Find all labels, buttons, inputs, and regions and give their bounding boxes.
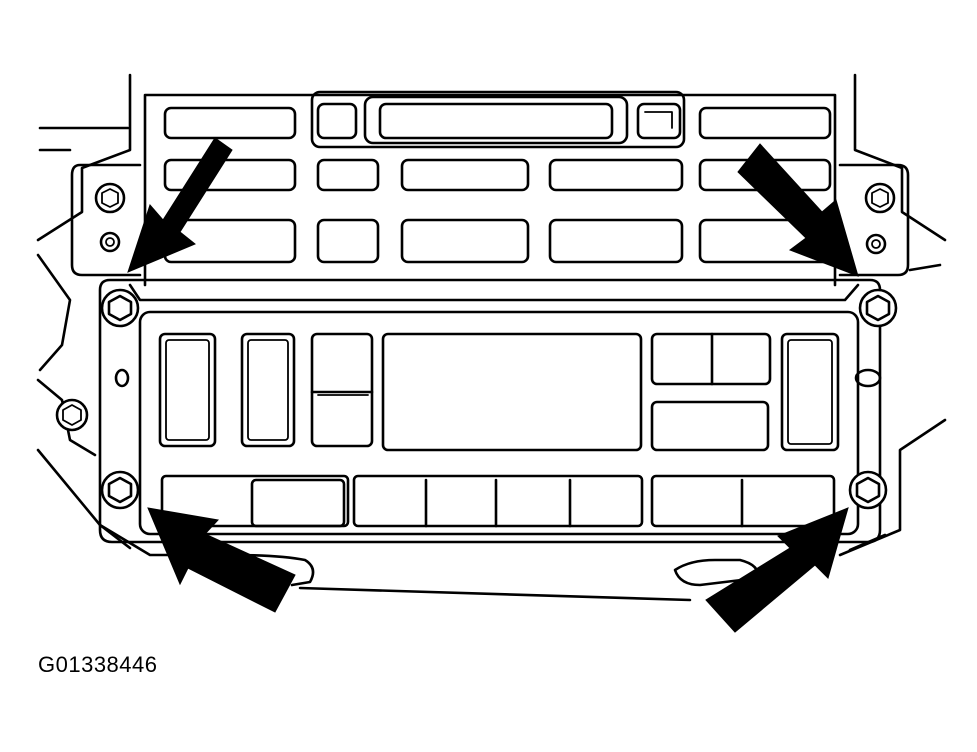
upper-left-slot-1 [163, 106, 297, 140]
fastener-icons [55, 182, 896, 432]
figure-id-caption: G01338446 [38, 652, 158, 677]
arrow-icon [737, 143, 859, 277]
arrow-icon [705, 507, 849, 633]
cassette-unit [128, 90, 860, 302]
bolt-icon [100, 470, 140, 510]
arrow-icon [147, 507, 296, 613]
bolt-icon [100, 288, 140, 328]
bolt-icon [848, 470, 888, 510]
climate-control-unit [98, 278, 882, 587]
arrow-icon [127, 137, 233, 273]
upper-brackets [70, 163, 910, 277]
bolt-icon [858, 288, 898, 328]
